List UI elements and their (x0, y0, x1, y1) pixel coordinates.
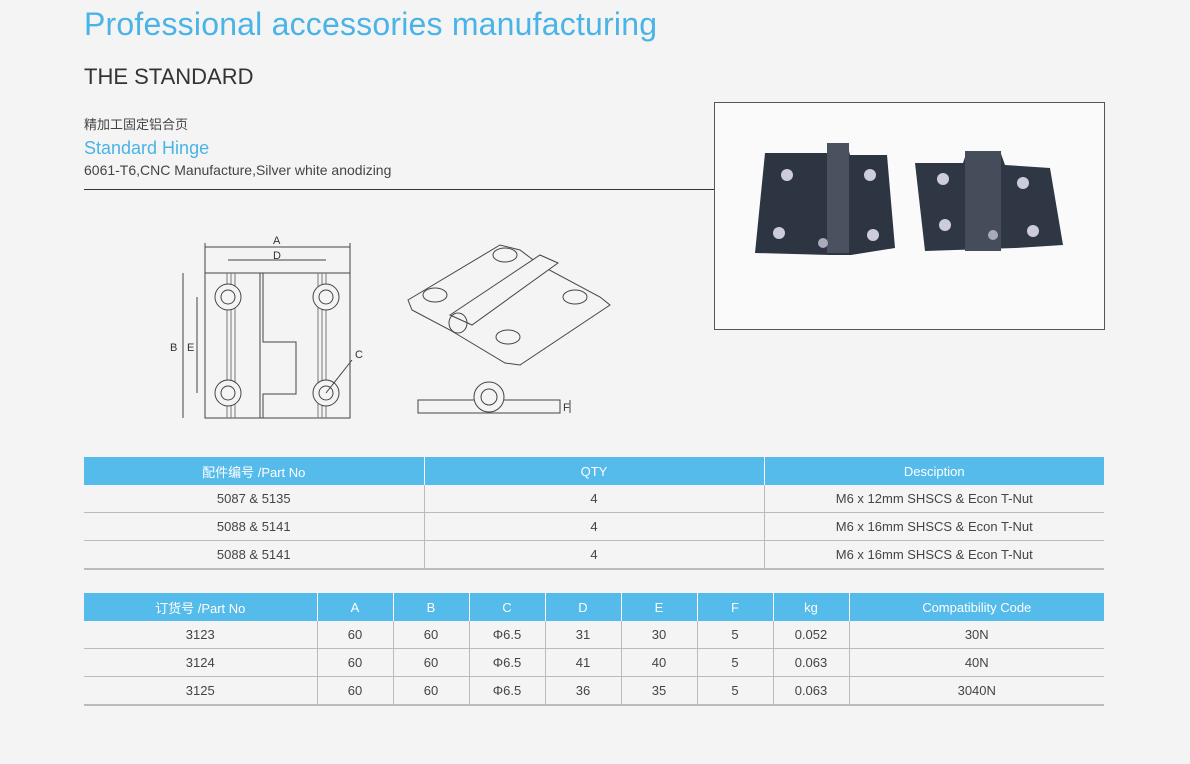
cell: Φ6.5 (468, 621, 545, 649)
cell: 0.063 (772, 676, 849, 706)
cell: Φ6.5 (468, 676, 545, 706)
cell: 5 (696, 676, 773, 706)
cell: 4 (423, 512, 764, 541)
dim-label-a: A (273, 235, 281, 247)
cell: M6 x 12mm SHSCS & Econ T-Nut (763, 485, 1104, 513)
section-subtitle: THE STANDARD (84, 64, 254, 89)
header-b: B (392, 593, 469, 621)
cell: 35 (620, 676, 697, 706)
header-f: F (696, 593, 773, 621)
cell: 60 (316, 621, 393, 649)
cell: 5088 & 5141 (84, 540, 424, 570)
cell: 4 (423, 485, 764, 513)
product-name-cn: 精加工固定铝合页 (84, 117, 189, 132)
cell: 60 (392, 621, 469, 649)
product-description: 6061-T6,CNC Manufacture,Silver white ano… (84, 162, 392, 178)
cell: 30N (848, 621, 1104, 649)
cell: 0.063 (772, 648, 849, 677)
cell: 5 (696, 648, 773, 677)
cell: 30 (620, 621, 697, 649)
dim-label-c: C (355, 349, 363, 361)
cell: 60 (392, 676, 469, 706)
cell: 5 (696, 621, 773, 649)
cell: Φ6.5 (468, 648, 545, 677)
cell: 40N (848, 648, 1104, 677)
header-e: E (620, 593, 697, 621)
header-part-no: 配件编号 /Part No (84, 457, 424, 485)
cell: 40 (620, 648, 697, 677)
cell: 0.052 (772, 621, 849, 649)
dim-label-b: B (170, 342, 177, 354)
cell: M6 x 16mm SHSCS & Econ T-Nut (763, 540, 1104, 570)
cell: 3125 (84, 676, 317, 706)
cell: 60 (316, 676, 393, 706)
dim-label-e: E (187, 342, 194, 354)
accessories-table: 配件编号 /Part No QTY Desciption 5087 & 5135… (84, 457, 1104, 570)
header-compatibility: Compatibility Code (848, 593, 1104, 621)
order-table: 订货号 /Part No A B C D E F kg Compatibilit… (84, 593, 1104, 706)
cell: 3124 (84, 648, 317, 677)
cell: 60 (316, 648, 393, 677)
cell: 5087 & 5135 (84, 485, 424, 513)
table-header-row: 订货号 /Part No A B C D E F kg Compatibilit… (84, 593, 1104, 621)
header-d: D (544, 593, 621, 621)
cell: 3040N (848, 676, 1104, 706)
table-header-row: 配件编号 /Part No QTY Desciption (84, 457, 1104, 485)
header-kg: kg (772, 593, 849, 621)
cell: M6 x 16mm SHSCS & Econ T-Nut (763, 512, 1104, 541)
product-photo (714, 102, 1105, 330)
header-description: Desciption (763, 457, 1104, 485)
header-c: C (468, 593, 545, 621)
cell: 3123 (84, 621, 317, 649)
cell: 5088 & 5141 (84, 512, 424, 541)
cell: 41 (544, 648, 621, 677)
divider (84, 189, 714, 190)
header-a: A (316, 593, 393, 621)
cell: 31 (544, 621, 621, 649)
cell: 60 (392, 648, 469, 677)
dim-label-f: F (563, 402, 570, 414)
cell: 36 (544, 676, 621, 706)
header-part-no: 订货号 /Part No (84, 593, 317, 621)
technical-drawing: A D B E C F (170, 235, 611, 419)
dim-label-d: D (273, 250, 281, 262)
page-title: Professional accessories manufacturing (84, 6, 658, 42)
cell: 4 (423, 540, 764, 570)
header-qty: QTY (423, 457, 764, 485)
product-name: Standard Hinge (84, 138, 210, 158)
